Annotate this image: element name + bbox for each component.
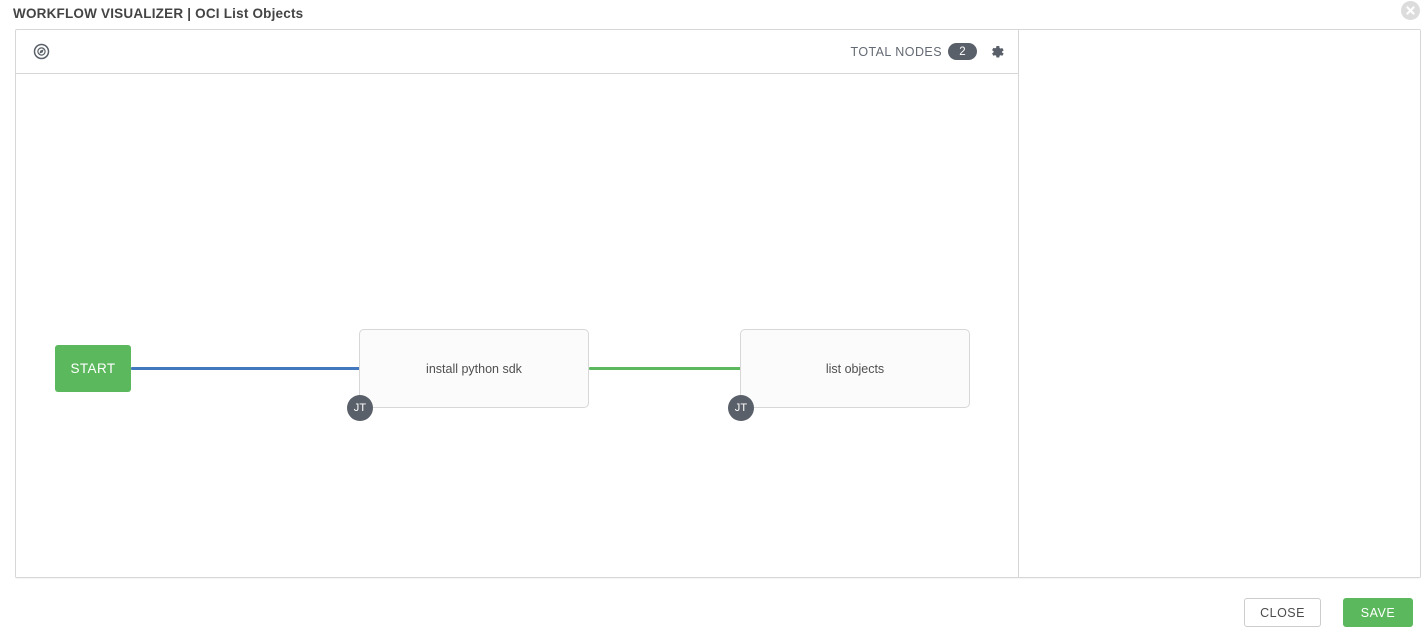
close-x-glyph <box>1406 6 1415 15</box>
link-install-python-sdk-to-list-objects[interactable] <box>589 367 741 370</box>
node-label: install python sdk <box>426 361 522 376</box>
start-node[interactable]: START <box>55 345 131 392</box>
workflow-side-panel <box>1019 30 1420 577</box>
node-type-badge-job-template-1[interactable]: JT <box>347 395 373 421</box>
total-nodes-label: TOTAL NODES <box>850 44 942 59</box>
gear-glyph <box>992 45 1004 58</box>
save-button[interactable]: SAVE <box>1343 598 1413 627</box>
workflow-node-install-python-sdk[interactable]: install python sdk <box>359 329 589 408</box>
close-circle-icon[interactable] <box>1401 1 1420 20</box>
canvas-column: TOTAL NODES 2 START install python sdk J… <box>16 30 1019 577</box>
toolbar-left-group <box>33 43 50 60</box>
compass-icon[interactable] <box>33 43 50 60</box>
close-button[interactable]: CLOSE <box>1244 598 1321 627</box>
page-title: WORKFLOW VISUALIZER | OCI List Objects <box>13 6 304 21</box>
workflow-canvas[interactable]: START install python sdk JT list objects… <box>16 74 1018 577</box>
dialog-footer: CLOSE SAVE <box>1244 598 1413 627</box>
gear-icon[interactable] <box>989 44 1005 60</box>
toolbar-right-group: TOTAL NODES 2 <box>850 43 1005 60</box>
visualizer-toolbar: TOTAL NODES 2 <box>16 30 1018 74</box>
workflow-visualizer-panel: TOTAL NODES 2 START install python sdk J… <box>15 29 1421 578</box>
node-label: list objects <box>825 361 885 376</box>
compass-glyph <box>33 43 50 60</box>
total-nodes-badge: 2 <box>948 43 977 60</box>
total-nodes-group: TOTAL NODES 2 <box>850 43 977 60</box>
node-type-badge-job-template-2[interactable]: JT <box>728 395 754 421</box>
workflow-node-list-objects[interactable]: list objects <box>740 329 970 408</box>
link-start-to-install-python-sdk[interactable] <box>131 367 360 370</box>
